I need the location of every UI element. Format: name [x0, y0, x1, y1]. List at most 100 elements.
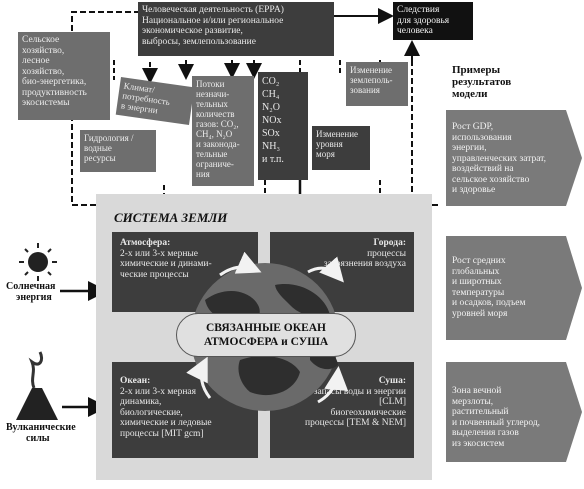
result1-line: и здоровье: [452, 185, 496, 195]
atmosphere-line: 2-х или 3-х мерные: [120, 248, 199, 259]
gas-ch4: CH₄: [262, 89, 280, 100]
result2-line: уровней моря: [452, 308, 508, 319]
land-line: запасы воды и энергии: [313, 386, 406, 397]
flows-line: количеств: [196, 109, 235, 119]
result2-line: температуры: [452, 287, 505, 298]
hydrology-line: Гидрология /: [84, 133, 134, 143]
result1-line: Рост GDP,: [452, 122, 494, 132]
land-use-box: Изменение землеполь- зования: [346, 62, 408, 106]
result1-line: управленческих затрат,: [452, 153, 546, 164]
coupled-ellipse: СВЯЗАННЫЕ ОКЕАН АТМОСФЕРА и СУША: [176, 313, 356, 357]
ocean-line: биологические,: [120, 407, 183, 418]
sealevel-line: Изменение: [316, 129, 359, 139]
result3-line: и почвенный углерод,: [452, 417, 541, 428]
atmosphere-box: Атмосфера: 2-х или 3-х мерные химические…: [112, 232, 258, 312]
sealevel-line: моря: [316, 149, 335, 159]
hydrology-line: ресурсы: [84, 153, 116, 163]
volcanic-line: Вулканические: [6, 422, 76, 433]
result2-line: глобальных: [452, 266, 500, 277]
health-box: Следствия для здоровья человека: [393, 2, 473, 40]
gas-sox: SOx: [262, 128, 280, 139]
results-heading-line: модели: [452, 88, 488, 100]
result2-line: и осадков, подъем: [452, 298, 526, 308]
landuse-line: Изменение: [350, 65, 393, 75]
agri-line: продуктивность: [22, 87, 87, 98]
cities-title: Города:: [373, 238, 406, 248]
flows-line: тельные: [196, 149, 228, 159]
coupled-line: СВЯЗАННЫЕ ОКЕАН: [205, 322, 326, 334]
agriculture-box: Сельское хозяйство, лесное хозяйство, би…: [18, 32, 110, 120]
human-activity-line: выбросы, землепользование: [142, 36, 256, 47]
result1-line: использования: [452, 132, 512, 143]
landuse-line: землеполь-: [350, 75, 393, 85]
volcanic-line: силы: [26, 433, 50, 444]
ocean-line: процессы [MIT gcm]: [120, 428, 204, 439]
result2-line: Рост средних: [452, 256, 506, 266]
result1-line: воздействий на: [452, 164, 514, 174]
gases-box: CO₂ CH₄ N₂O NOx SOx NH₃ и т.п.: [258, 72, 308, 180]
result3-line: мерзлоты,: [452, 396, 494, 407]
result-text-1: Рост GDP, использования энергии, управле…: [452, 122, 572, 196]
gas-etc: и т.п.: [262, 154, 284, 165]
agri-line: хозяйство,: [22, 66, 65, 77]
result3-line: выделения газов: [452, 428, 519, 438]
land-line: [CLM]: [379, 397, 406, 407]
agri-line: экосистемы: [22, 98, 70, 108]
flows-box: Потоки незначи- тельных количеств газов:…: [192, 76, 254, 186]
flows-line: CH₄, N₂O: [196, 129, 233, 139]
result-text-2: Рост средних глобальных и широтных темпе…: [452, 256, 572, 319]
human-activity-line: экономическое развитие,: [142, 26, 243, 36]
flows-line: Потоки: [196, 79, 225, 89]
results-heading: Примеры результатов модели: [452, 64, 511, 100]
cities-box: Города: процессы загрязнения воздуха: [270, 232, 414, 312]
line-right-loop: [411, 42, 430, 196]
atmosphere-line: ческие процессы: [120, 269, 189, 280]
result1-line: сельское хозяйство: [452, 174, 530, 185]
human-activity-line: Национальное и/или региональное: [142, 15, 284, 26]
flows-line: тельных: [196, 99, 228, 109]
agri-line: лесное: [22, 56, 50, 66]
health-line: Следствия: [397, 5, 440, 15]
coupled-line: АТМОСФЕРА и СУША: [203, 336, 329, 348]
result2-line: и широтных: [452, 277, 502, 287]
flows-line: ния: [196, 169, 210, 179]
human-activity-title: Человеческая деятельность (EPPA): [142, 5, 284, 15]
flows-line: незначи-: [196, 89, 230, 99]
sealevel-line: уровня: [316, 139, 343, 149]
solar-line: Солнечная: [6, 281, 56, 292]
result3-line: растительный: [452, 407, 509, 417]
result1-line: энергии,: [452, 143, 487, 153]
result-text-3: Зона вечной мерзлоты, растительный и поч…: [452, 386, 572, 449]
agri-line: Сельское: [22, 35, 60, 45]
ocean-title: Океан:: [120, 376, 151, 386]
volcanic-label: Вулканические силы: [6, 422, 76, 444]
gas-nox: NOx: [262, 115, 282, 126]
results-heading-line: Примеры: [452, 64, 501, 76]
human-activity-box: Человеческая деятельность (EPPA) Национа…: [138, 2, 334, 56]
flows-line: ограниче-: [196, 159, 234, 169]
result3-line: из экосистем: [452, 438, 505, 449]
agri-line: био-энергетика,: [22, 77, 87, 87]
land-line: биогеохимические: [330, 407, 406, 418]
gas-nh3: NH₃: [262, 141, 280, 152]
sea-level-box: Изменение уровня моря: [312, 126, 370, 170]
earth-system-title: СИСТЕМА ЗЕМЛИ: [114, 210, 228, 225]
cities-line: процессы: [367, 248, 406, 259]
landuse-line: зования: [350, 85, 380, 95]
hydrology-line: водные: [84, 143, 112, 153]
solar-line: энергия: [16, 292, 52, 303]
gas-co2: CO₂: [262, 76, 280, 87]
flows-line: газов: CO₂,: [196, 119, 239, 129]
solar-label: Солнечная энергия: [6, 281, 55, 303]
health-line: человека: [397, 26, 433, 36]
ocean-line: химические и ледовые: [120, 418, 212, 428]
land-title: Суша:: [378, 376, 406, 386]
hydrology-box: Гидрология / водные ресурсы: [80, 130, 156, 172]
ocean-line: 2-х или 3-х мерная: [120, 386, 197, 397]
agri-line: хозяйство,: [22, 45, 65, 56]
results-heading-line: результатов: [452, 76, 512, 88]
land-line: процессы [TEM & NEM]: [305, 418, 406, 428]
gas-n2o: N₂O: [262, 102, 280, 113]
ocean-line: динамика,: [120, 397, 162, 407]
cities-line: загрязнения воздуха: [323, 259, 406, 269]
